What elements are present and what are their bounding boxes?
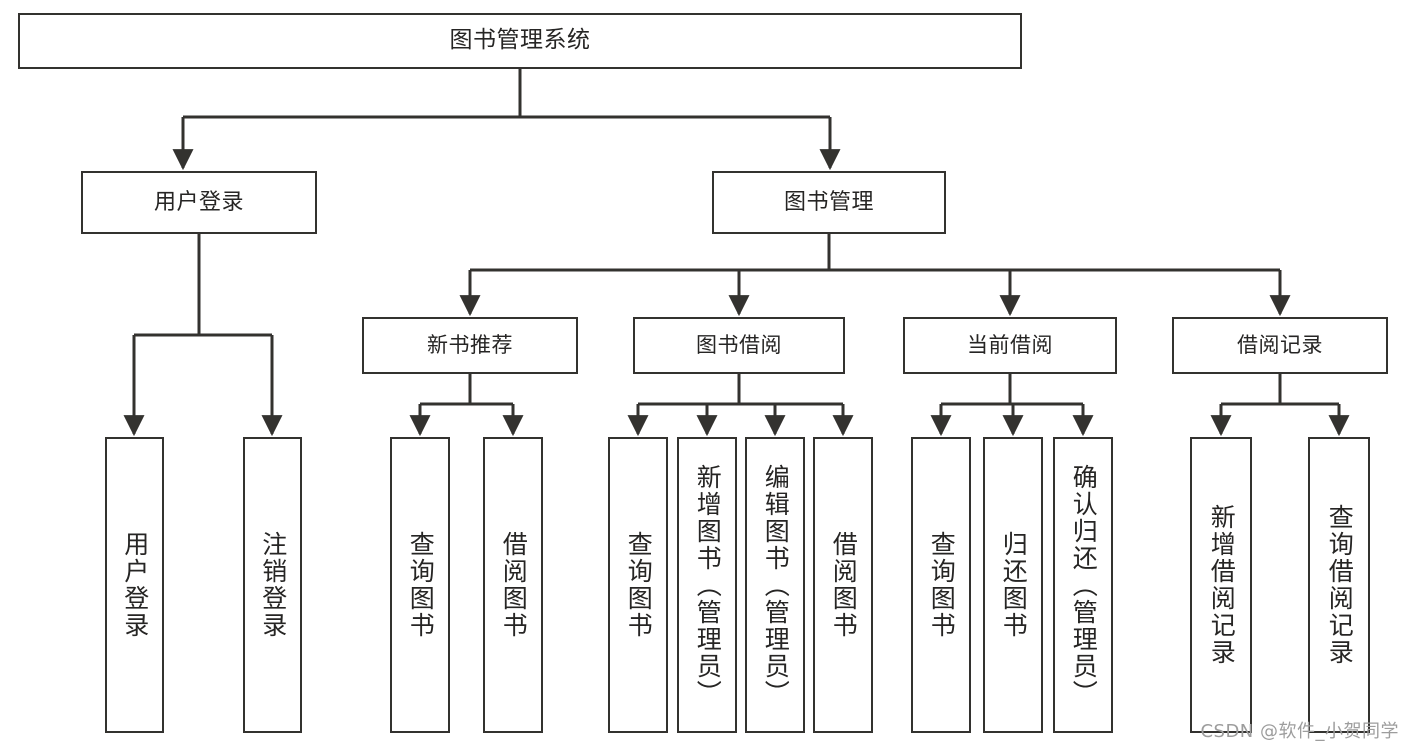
node-leaf-return-book[interactable]: 归还图书 <box>983 437 1043 733</box>
node-leaf-query-book-1-label: 查询图书 <box>406 531 436 639</box>
node-leaf-borrow-book-2-label: 借阅图书 <box>829 531 859 639</box>
node-leaf-borrow-book-1[interactable]: 借阅图书 <box>483 437 543 733</box>
node-leaf-user-logout-label: 注销登录 <box>258 531 288 639</box>
node-new-book-rec-label: 新书推荐 <box>427 333 513 358</box>
node-leaf-query-book-1[interactable]: 查询图书 <box>390 437 450 733</box>
node-leaf-add-book[interactable]: 新增图书（管理员） <box>677 437 737 733</box>
node-user-login[interactable]: 用户登录 <box>81 171 317 234</box>
node-current-borrow[interactable]: 当前借阅 <box>903 317 1117 374</box>
node-leaf-confirm-return[interactable]: 确认归还（管理员） <box>1053 437 1113 733</box>
node-leaf-borrow-book-1-label: 借阅图书 <box>499 531 529 639</box>
node-book-borrow-label: 图书借阅 <box>696 333 782 358</box>
node-leaf-query-book-2[interactable]: 查询图书 <box>608 437 668 733</box>
node-leaf-user-login-label: 用户登录 <box>120 531 150 639</box>
node-leaf-borrow-book-2[interactable]: 借阅图书 <box>813 437 873 733</box>
node-book-borrow[interactable]: 图书借阅 <box>633 317 845 374</box>
node-borrow-record-label: 借阅记录 <box>1237 333 1323 358</box>
node-book-manage-label: 图书管理 <box>783 189 874 215</box>
node-leaf-add-record-label: 新增借阅记录 <box>1207 504 1237 666</box>
node-user-login-label: 用户登录 <box>153 189 244 215</box>
node-root[interactable]: 图书管理系统 <box>18 13 1022 69</box>
node-leaf-user-logout[interactable]: 注销登录 <box>243 437 302 733</box>
node-root-label: 图书管理系统 <box>449 27 591 54</box>
node-leaf-query-record[interactable]: 查询借阅记录 <box>1308 437 1370 733</box>
node-new-book-rec[interactable]: 新书推荐 <box>362 317 578 374</box>
node-leaf-add-book-label: 新增图书（管理员） <box>693 463 723 707</box>
node-leaf-add-record[interactable]: 新增借阅记录 <box>1190 437 1252 733</box>
node-leaf-return-book-label: 归还图书 <box>999 531 1029 639</box>
csdn-watermark: CSDN @软件_小贺同学 <box>1200 721 1399 742</box>
node-leaf-edit-book[interactable]: 编辑图书（管理员） <box>745 437 805 733</box>
node-leaf-query-book-3[interactable]: 查询图书 <box>911 437 971 733</box>
node-leaf-edit-book-label: 编辑图书（管理员） <box>761 463 791 707</box>
node-leaf-confirm-return-label: 确认归还（管理员） <box>1069 463 1099 707</box>
node-borrow-record[interactable]: 借阅记录 <box>1172 317 1388 374</box>
node-leaf-query-book-3-label: 查询图书 <box>927 531 957 639</box>
node-leaf-user-login[interactable]: 用户登录 <box>105 437 164 733</box>
node-book-manage[interactable]: 图书管理 <box>712 171 946 234</box>
node-leaf-query-record-label: 查询借阅记录 <box>1325 504 1355 666</box>
node-leaf-query-book-2-label: 查询图书 <box>624 531 654 639</box>
node-current-borrow-label: 当前借阅 <box>967 333 1053 358</box>
